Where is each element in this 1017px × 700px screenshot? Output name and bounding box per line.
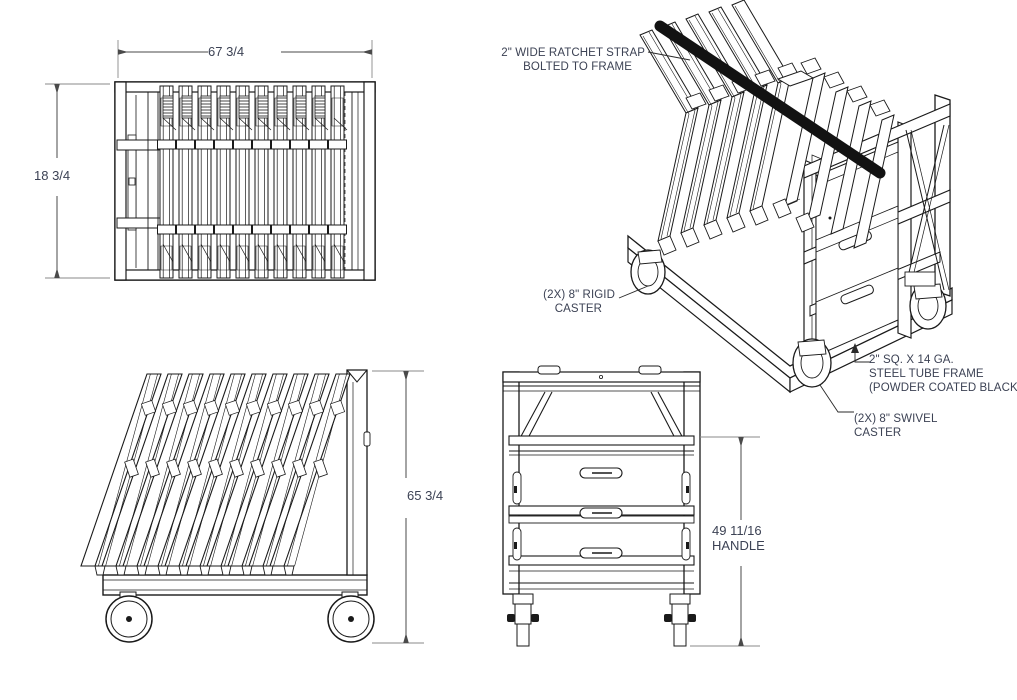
- side-view-group: [80, 369, 424, 644]
- front-view-caster-right: [664, 593, 696, 647]
- side-view-panels: [80, 373, 351, 567]
- dim-label-side-height: 65 3/4: [407, 488, 444, 503]
- annotation-tube-frame-line3: (POWDER COATED BLACK): [869, 382, 1017, 394]
- side-view-caster-left: [105, 591, 153, 643]
- dim-label-handle-height: 49 11/16: [712, 523, 762, 538]
- leader-tube-frame: [854, 350, 870, 363]
- iso-caster-swivel-front: [792, 338, 832, 388]
- leader-arrowheads: [851, 343, 859, 353]
- dim-label-handle-text: HANDLE: [712, 538, 765, 553]
- dim-side-height: [372, 370, 424, 644]
- dim-handle-height: [690, 436, 760, 647]
- dim-top-width: [117, 40, 373, 78]
- leader-rigid-caster: [618, 285, 649, 299]
- side-view-caster-right: [327, 591, 375, 643]
- ratchet-strap: [654, 20, 886, 179]
- annotation-ratchet-strap-line1: 2" WIDE RATCHET STRAP: [501, 47, 645, 59]
- annotation-rigid-caster-line2: CASTER: [554, 303, 602, 315]
- leader-ratchet-strap: [647, 51, 691, 61]
- top-view-group: [45, 40, 376, 281]
- annotation-rigid-caster-line1: (2X) 8" RIGID: [543, 289, 615, 301]
- dim-label-top-width: 67 3/4: [208, 44, 245, 59]
- front-view-caster-left: [507, 593, 539, 647]
- dim-top-depth: [45, 83, 110, 279]
- annotation-ratchet-strap-line2: BOLTED TO FRAME: [523, 61, 632, 73]
- leader-swivel-caster: [819, 384, 854, 413]
- annotation-tube-frame-line2: STEEL TUBE FRAME: [869, 368, 984, 380]
- top-view-hinge-detail: [162, 95, 326, 119]
- front-view-handles: [579, 467, 623, 559]
- annotation-tube-frame-line1: 2" SQ. X 14 GA.: [869, 354, 954, 366]
- iso-caster-rear-left: [630, 249, 666, 295]
- isometric-view-group: [627, 0, 953, 394]
- annotation-swivel-caster-line1: (2X) 8" SWIVEL: [854, 413, 938, 425]
- iso-caster-right: [909, 282, 947, 330]
- front-view-group: [502, 365, 760, 647]
- annotation-swivel-caster-line2: CASTER: [854, 427, 902, 439]
- leader-lines: [618, 51, 870, 413]
- dim-label-top-depth: 18 3/4: [34, 168, 71, 183]
